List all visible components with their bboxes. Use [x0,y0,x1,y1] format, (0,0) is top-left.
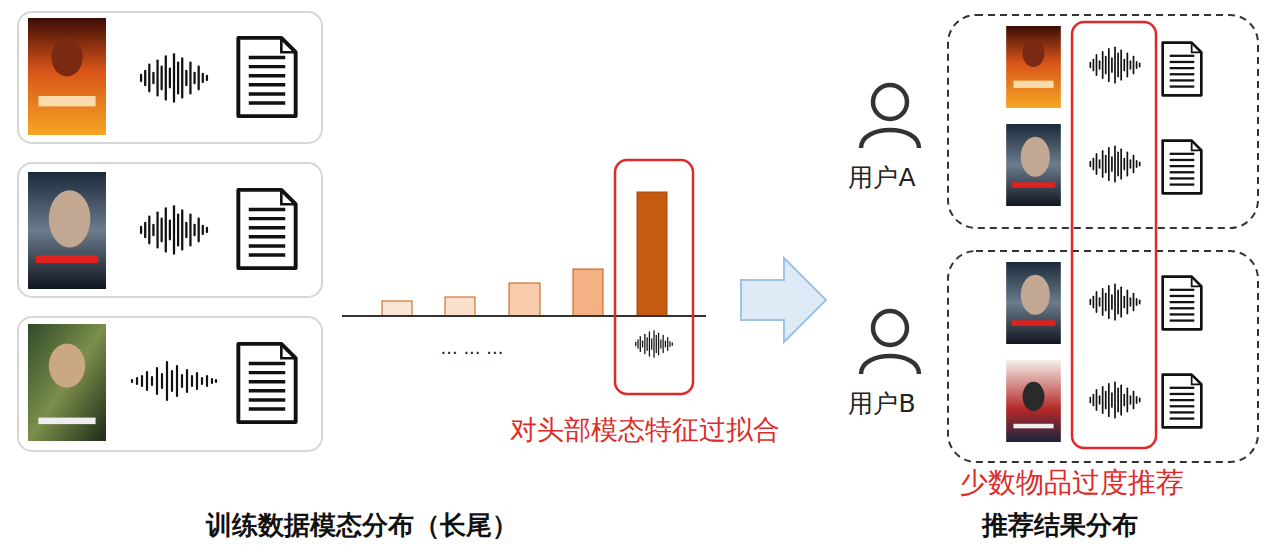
section-caption: 训练数据模态分布（长尾） [206,511,518,541]
result-groups [861,15,1258,462]
block-arrow [741,258,826,342]
user-label: 用户B [848,390,915,419]
callout-note: 少数物品过度推荐 [960,467,1184,499]
section-caption: 推荐结果分布 [982,511,1138,541]
ellipsis-label: ... ... ... [441,338,504,359]
user-label: 用户A [848,164,915,193]
callout-note: 对头部模态特征过拟合 [510,414,780,445]
sample-rows [18,12,322,451]
bar-chart [342,160,706,394]
